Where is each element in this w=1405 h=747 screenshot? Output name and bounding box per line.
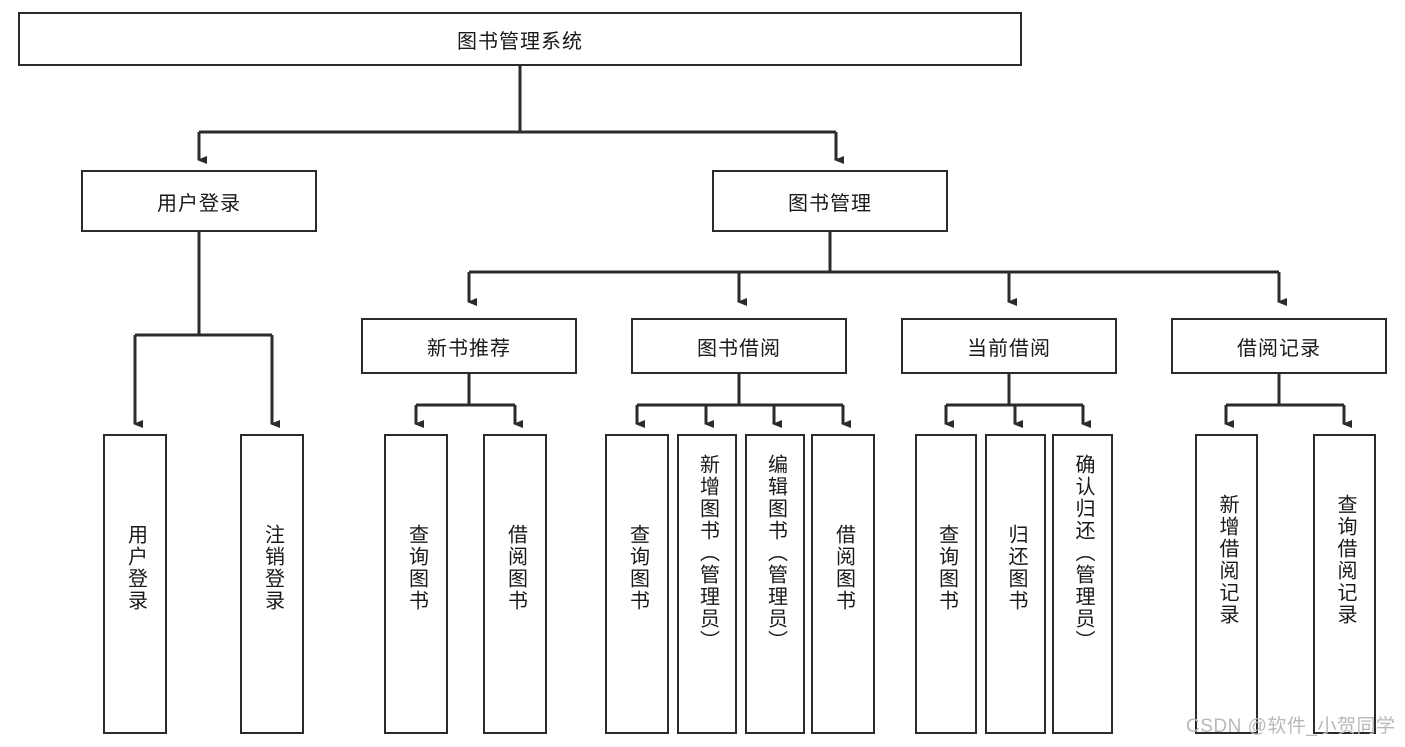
- node-root[interactable]: 图书管理系统: [18, 12, 1022, 66]
- node-book-management[interactable]: 图书管理: [712, 170, 948, 232]
- node-borrow-records-label: 借阅记录: [1237, 337, 1321, 360]
- leaf-add-borrow-record[interactable]: 新增借阅记录: [1195, 434, 1258, 734]
- node-user-login[interactable]: 用户登录: [81, 170, 317, 232]
- node-current-borrow-label: 当前借阅: [967, 337, 1051, 360]
- leaf-add-book-admin-label: 新增图书（管理员）: [696, 454, 719, 652]
- leaf-return-book-label: 归还图书: [1005, 524, 1027, 612]
- leaf-borrow-book-borrow[interactable]: 借阅图书: [811, 434, 875, 734]
- leaf-query-book-borrow-label: 查询图书: [626, 524, 649, 612]
- leaf-add-borrow-record-label: 新增借阅记录: [1216, 494, 1238, 626]
- node-new-book-recommend[interactable]: 新书推荐: [361, 318, 577, 374]
- watermark: CSDN @软件_小贺同学: [1186, 716, 1396, 737]
- leaf-query-borrow-record[interactable]: 查询借阅记录: [1313, 434, 1376, 734]
- leaf-query-book-recommend-label: 查询图书: [405, 524, 428, 612]
- leaf-query-book-recommend[interactable]: 查询图书: [384, 434, 448, 734]
- leaf-edit-book-admin-label: 编辑图书（管理员）: [764, 454, 787, 652]
- leaf-query-book-current-label: 查询图书: [935, 524, 958, 612]
- leaf-confirm-return-admin-label: 确认归还（管理员）: [1072, 454, 1094, 652]
- node-borrow-records[interactable]: 借阅记录: [1171, 318, 1387, 374]
- leaf-borrow-book-recommend-label: 借阅图书: [504, 524, 527, 612]
- leaf-logout[interactable]: 注销登录: [240, 434, 304, 734]
- leaf-query-book-current[interactable]: 查询图书: [915, 434, 977, 734]
- leaf-logout-label: 注销登录: [261, 524, 284, 612]
- node-user-login-label: 用户登录: [157, 192, 241, 215]
- leaf-edit-book-admin[interactable]: 编辑图书（管理员）: [745, 434, 805, 734]
- node-new-book-recommend-label: 新书推荐: [427, 337, 511, 360]
- node-book-management-label: 图书管理: [788, 192, 872, 215]
- leaf-user-login[interactable]: 用户登录: [103, 434, 167, 734]
- leaf-borrow-book-borrow-label: 借阅图书: [832, 524, 855, 612]
- leaf-query-borrow-record-label: 查询借阅记录: [1334, 494, 1356, 626]
- leaf-return-book[interactable]: 归还图书: [985, 434, 1046, 734]
- leaf-borrow-book-recommend[interactable]: 借阅图书: [483, 434, 547, 734]
- node-root-label: 图书管理系统: [457, 30, 583, 53]
- node-current-borrow[interactable]: 当前借阅: [901, 318, 1117, 374]
- leaf-confirm-return-admin[interactable]: 确认归还（管理员）: [1052, 434, 1113, 734]
- leaf-query-book-borrow[interactable]: 查询图书: [605, 434, 669, 734]
- leaf-add-book-admin[interactable]: 新增图书（管理员）: [677, 434, 737, 734]
- node-book-borrow-label: 图书借阅: [697, 337, 781, 360]
- node-book-borrow[interactable]: 图书借阅: [631, 318, 847, 374]
- leaf-user-login-label: 用户登录: [124, 524, 147, 612]
